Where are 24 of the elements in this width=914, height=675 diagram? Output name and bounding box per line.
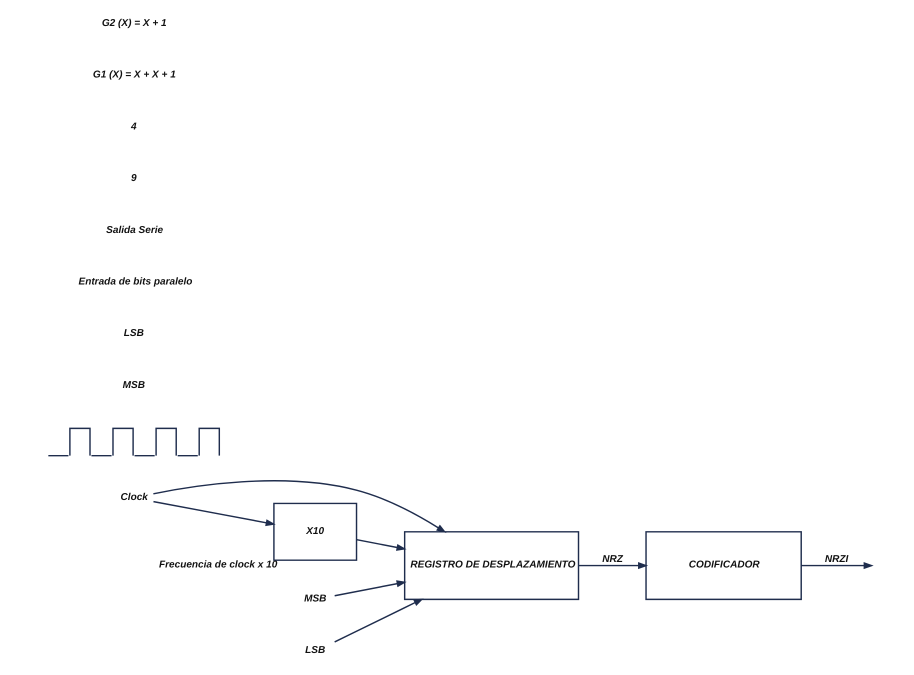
label: Entrada de bits paralelo — [78, 276, 192, 288]
label: MSB — [122, 380, 146, 391]
label: LSB — [124, 328, 144, 340]
node-box: CODIFICADOR — [645, 531, 802, 600]
label: G1 (X) = X + X + 1 — [92, 70, 176, 81]
arrow — [153, 480, 446, 533]
node-text: LSB — [305, 645, 326, 656]
label: Salida Serie — [106, 224, 164, 236]
node-text: Clock — [120, 492, 148, 503]
arrow — [801, 562, 874, 570]
node-text: MSB — [304, 593, 326, 604]
node-label: Frecuencia de clock x 10 — [158, 560, 278, 571]
label: 4 — [130, 121, 137, 132]
arrow — [153, 500, 276, 526]
arrow — [356, 539, 407, 551]
arrow — [578, 562, 648, 570]
arrow — [334, 580, 407, 596]
edge-label: NRZI — [824, 554, 848, 566]
node-box: REGISTRO DE DESPLAZAMIENTO — [404, 531, 580, 600]
edge-label: NRZ — [602, 554, 623, 566]
label: 9 — [130, 173, 137, 184]
node-box: X10 — [273, 502, 358, 561]
label: G2 (X) = X + 1 — [102, 18, 167, 29]
arrow — [334, 598, 424, 643]
